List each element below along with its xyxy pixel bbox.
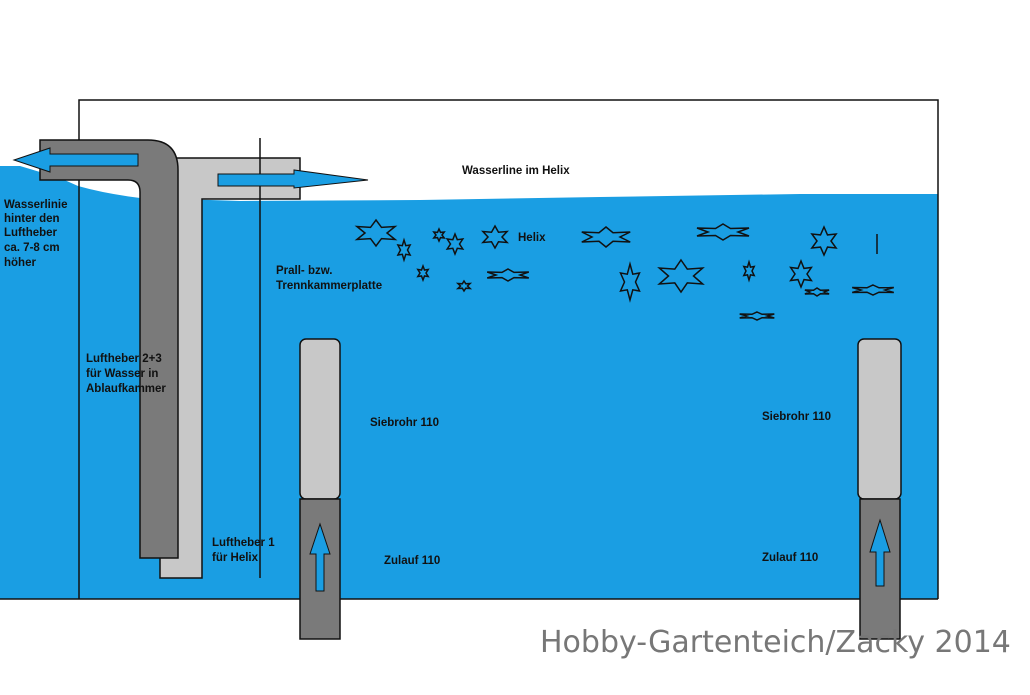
water-surface-gap [78, 176, 150, 199]
label-wasserlinie-2: hinter den [4, 213, 60, 225]
helix-element [804, 287, 830, 297]
label-helix: Helix [518, 232, 546, 244]
helix-element [455, 279, 473, 293]
helix-element [742, 259, 756, 283]
tank-outline [78, 99, 939, 599]
helix-element [481, 224, 509, 250]
watermark: Hobby-Gartenteich/Zacky 2014 [540, 625, 1011, 660]
zulauf-left-arrow [309, 522, 331, 592]
helix-element [416, 263, 430, 283]
airlift-23-pipe [39, 139, 179, 559]
helix-element [619, 261, 641, 303]
airlift-1-pipe [159, 157, 301, 579]
label-zulauf-right: Zulauf 110 [762, 552, 818, 564]
siebrohr-right [857, 338, 902, 500]
label-luftheber1-1: Luftheber 1 [212, 537, 275, 549]
water-area [0, 166, 938, 599]
helix-element [696, 223, 750, 241]
helix-element [657, 258, 705, 294]
label-luftheber23-1: Luftheber 2+3 [86, 353, 162, 365]
arrow-out-right [217, 169, 369, 189]
label-wasserline-helix: Wasserline im Helix [462, 165, 570, 177]
label-siebrohr-left: Siebrohr 110 [370, 417, 439, 429]
label-luftheber23-3: Ablaufkammer [86, 383, 166, 395]
helix-media [354, 218, 895, 321]
helix-element [396, 237, 412, 263]
helix-element [851, 284, 895, 296]
helix-element [810, 225, 838, 257]
label-wasserlinie-4: ca. 7-8 cm [4, 242, 60, 254]
helix-element [486, 268, 530, 282]
helix-element [739, 311, 775, 321]
label-prall-2: Trennkammerplatte [276, 280, 382, 292]
helix-element [445, 231, 465, 257]
label-wasserlinie-5: höher [4, 257, 36, 269]
helix-element [789, 259, 813, 289]
zulauf-right-arrow [869, 518, 891, 587]
helix-element [581, 226, 631, 248]
label-siebrohr-right: Siebrohr 110 [762, 411, 831, 423]
arrow-out-left [12, 147, 139, 173]
label-luftheber1-2: für Helix [212, 552, 259, 564]
label-luftheber23-2: für Wasser in [86, 368, 158, 380]
helix-element [432, 227, 446, 243]
siebrohr-left [299, 338, 341, 500]
helix-element [354, 218, 398, 248]
label-wasserlinie-1: Wasserlinie [4, 199, 68, 211]
label-prall-1: Prall- bzw. [276, 265, 332, 277]
label-zulauf-left: Zulauf 110 [384, 555, 440, 567]
label-wasserlinie-3: Luftheber [4, 227, 58, 239]
